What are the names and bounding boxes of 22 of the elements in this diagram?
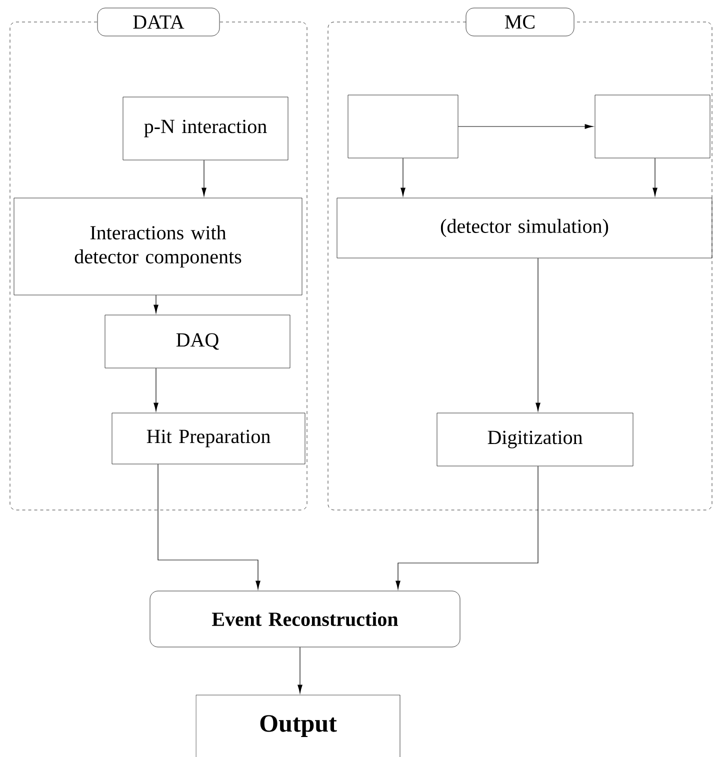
process-box: Digitization <box>436 412 634 466</box>
process-box: Hit Preparation <box>112 412 306 464</box>
arrow <box>458 124 594 129</box>
arrow <box>154 368 158 412</box>
process-box: DAQ <box>104 314 290 368</box>
arrow <box>202 160 206 196</box>
arrow <box>652 158 658 196</box>
heading-tab: MC <box>466 8 574 36</box>
box <box>348 94 458 158</box>
process-box: (detector simulation) <box>336 198 712 258</box>
process-box: p-N interaction <box>122 96 288 160</box>
arrow <box>154 294 158 314</box>
arrow <box>158 464 260 590</box>
arrow <box>298 646 302 694</box>
arrow <box>536 258 540 412</box>
arrow <box>396 466 538 590</box>
arrow <box>400 158 406 196</box>
box <box>594 94 710 158</box>
output-box: Output <box>196 694 400 757</box>
process-box: Event Reconstruction <box>150 590 460 648</box>
process-box: Interactions with detector components <box>14 198 302 296</box>
heading-tab: DATA <box>97 8 220 36</box>
